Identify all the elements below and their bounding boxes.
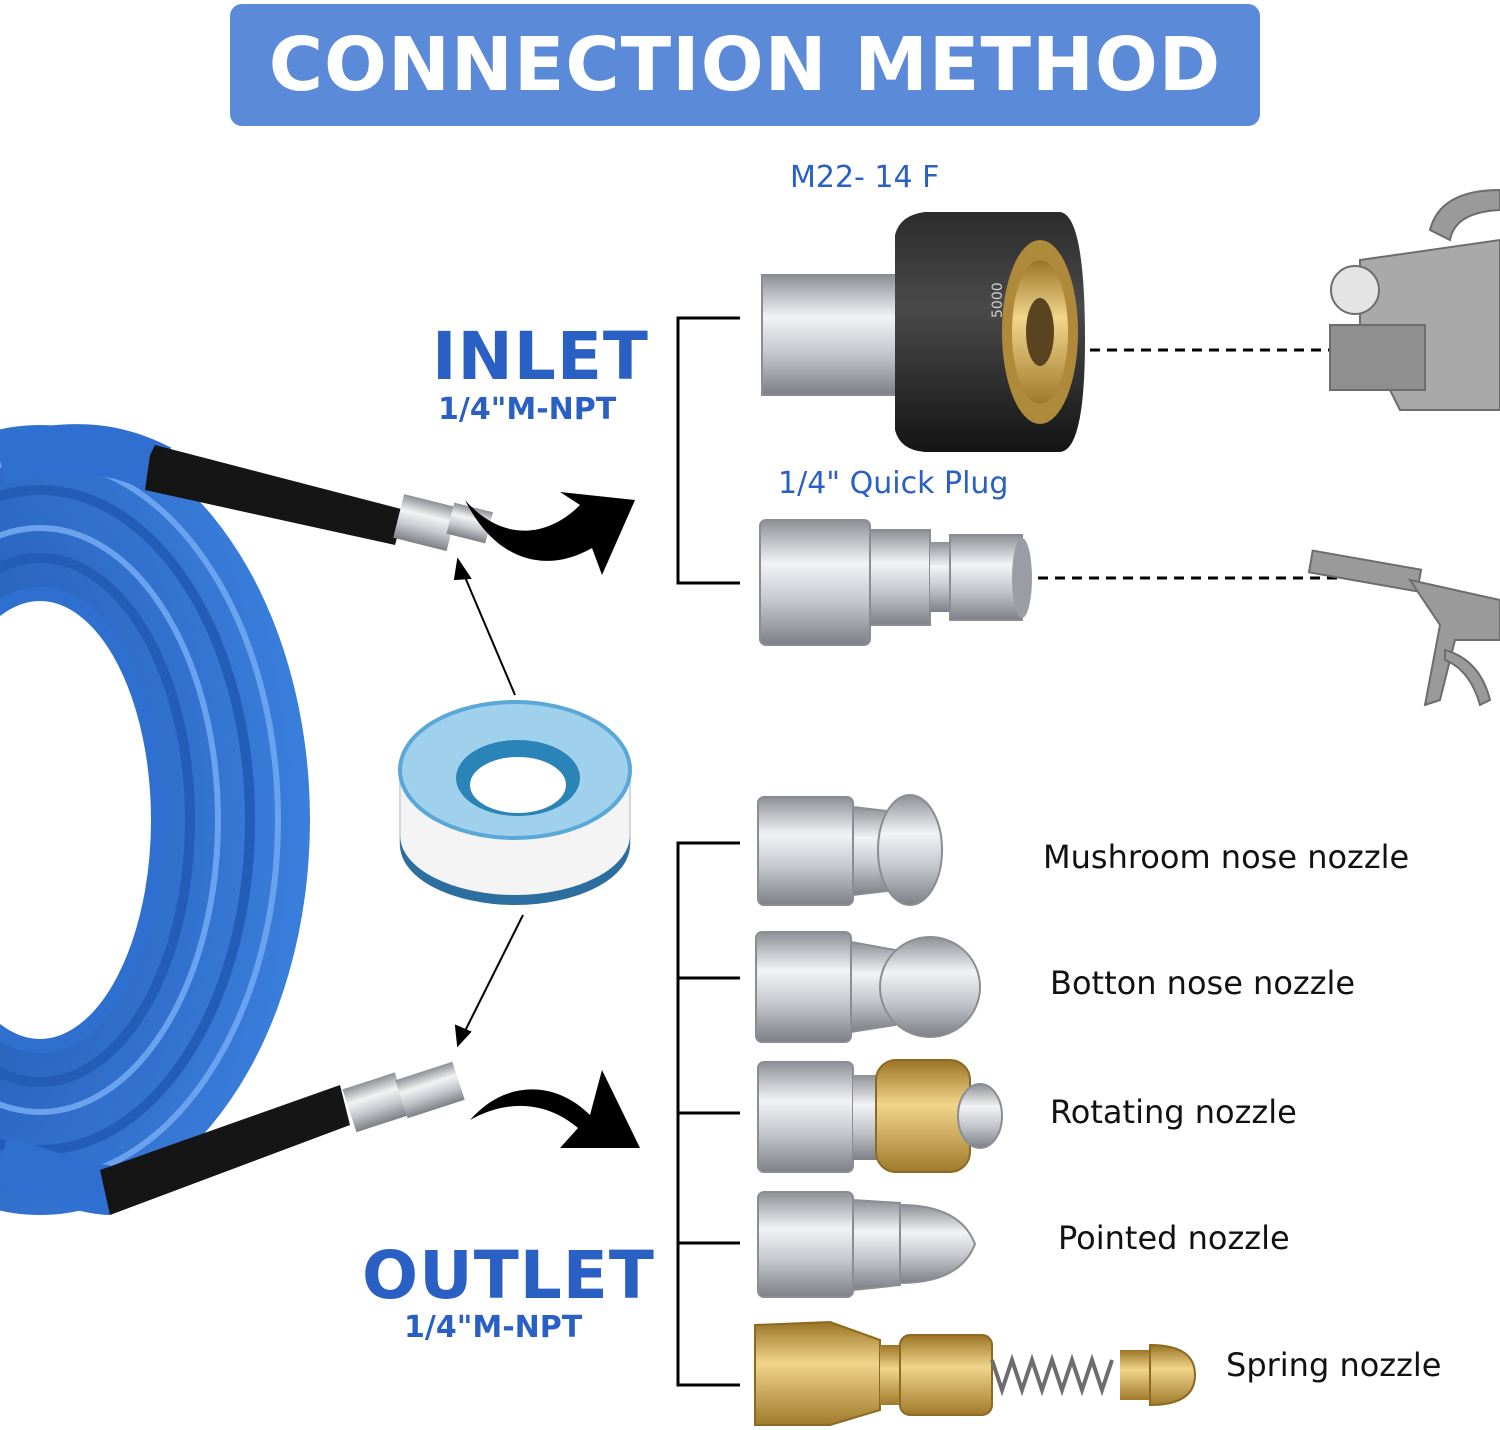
title-banner: CONNECTION METHOD: [230, 4, 1260, 126]
inlet-bracket: [676, 316, 740, 585]
nozzle-bracket: [676, 841, 740, 1387]
pressure-washer-icon: [1329, 188, 1500, 411]
rotating-nozzle: [757, 1059, 1003, 1173]
outlet-curved-arrow: [470, 1070, 640, 1148]
page-title: CONNECTION METHOD: [268, 22, 1222, 108]
mushroom-nozzle: [757, 794, 943, 906]
outlet-hose-end: [100, 1061, 465, 1215]
rotating-nozzle-label: Rotating nozzle: [1050, 1093, 1297, 1131]
spring-nozzle: [754, 1320, 1197, 1426]
spring-nozzle-label: Spring nozzle: [1226, 1346, 1442, 1384]
spray-gun-icon: [1307, 549, 1500, 707]
hose-coil: [0, 424, 310, 1215]
botton-nozzle: [755, 931, 981, 1043]
pointed-nozzle: [757, 1191, 977, 1298]
outlet-thread-label: 1/4"M-NPT: [404, 1310, 583, 1345]
m22-coupler: 5000: [761, 212, 1085, 452]
inlet-curved-arrow: [465, 492, 635, 575]
botton-nozzle-label: Botton nose nozzle: [1050, 964, 1356, 1002]
inlet-hose-end: [145, 445, 494, 552]
teflon-tape: [398, 700, 632, 905]
svg-text:5000: 5000: [990, 282, 1006, 318]
outlet-heading: OUTLET: [362, 1237, 655, 1314]
quick-plug: [759, 519, 1032, 646]
m22-label: M22- 14 F: [790, 160, 940, 195]
quick-plug-label: 1/4" Quick Plug: [778, 466, 1009, 501]
tape-arrows: [453, 557, 524, 1048]
pointed-nozzle-label: Pointed nozzle: [1058, 1219, 1290, 1257]
mushroom-nozzle-label: Mushroom nose nozzle: [1043, 838, 1410, 876]
inlet-heading: INLET: [432, 318, 649, 395]
inlet-thread-label: 1/4"M-NPT: [438, 392, 617, 427]
